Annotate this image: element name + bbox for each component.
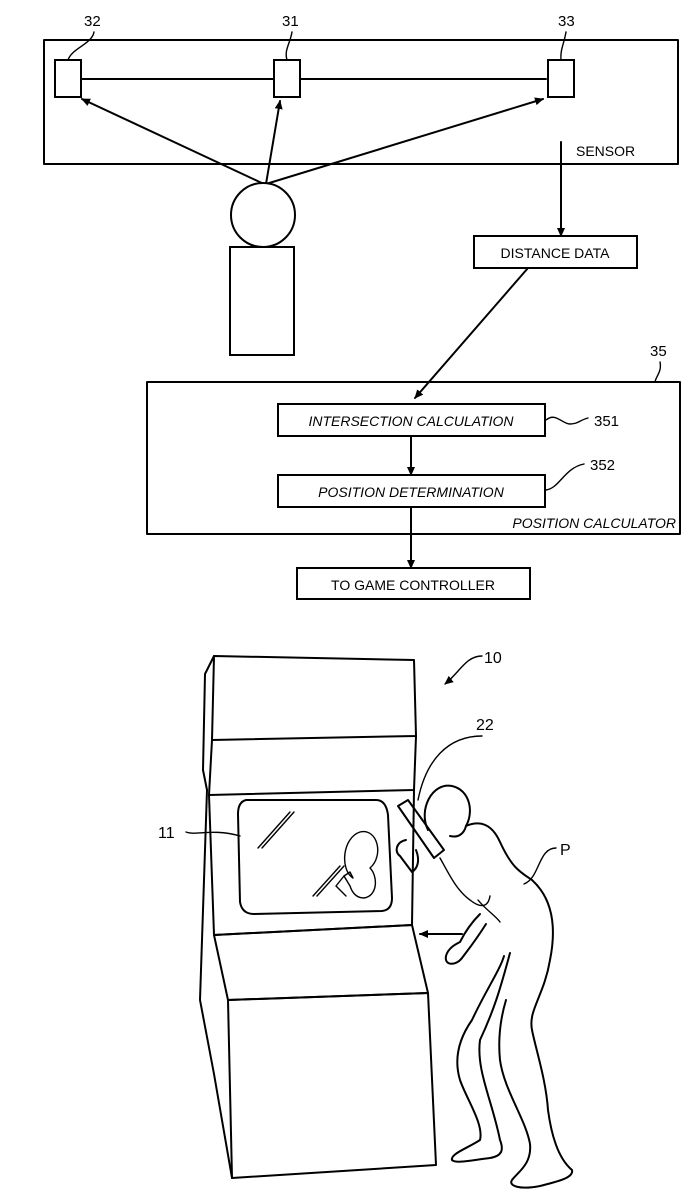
- distance-data-label: DISTANCE DATA: [501, 245, 611, 261]
- distance-data-box: DISTANCE DATA: [473, 235, 638, 269]
- ref-p: P: [560, 842, 571, 859]
- ref-22: 22: [476, 717, 494, 734]
- sensor-frame: [43, 31, 679, 165]
- leader-11: [185, 831, 241, 837]
- leader-10: [444, 655, 483, 685]
- cabinet-side-edge: [199, 655, 215, 1075]
- ref-352: 352: [590, 457, 615, 474]
- game-screen: [237, 799, 393, 915]
- player-legs: [450, 952, 511, 1163]
- intersection-calculation-box: INTERSECTION CALCULATION: [277, 403, 546, 437]
- sensor-31: [273, 59, 301, 98]
- position-calculator-label: POSITION CALCULATOR: [512, 515, 676, 531]
- onscreen-character: [343, 831, 379, 899]
- sensor-32: [54, 59, 82, 98]
- ref-10: 10: [484, 650, 502, 667]
- cabinet-base: [227, 992, 437, 1179]
- player-head: [423, 784, 471, 838]
- screen-glare: [257, 811, 291, 849]
- leader-31: [285, 31, 293, 61]
- cabinet-control-panel: [213, 924, 429, 1001]
- arrow-from-sensor-31: [265, 100, 283, 185]
- arrow-distance-to-intersection: [414, 267, 529, 399]
- leader-35: [654, 361, 662, 383]
- position-determination-label: POSITION DETERMINATION: [318, 484, 505, 500]
- target-body: [229, 246, 295, 356]
- arrow-to-sensor-33: [265, 97, 544, 185]
- ref-31: 31: [282, 13, 299, 30]
- position-calculator-frame: [146, 361, 681, 535]
- position-determination-box: POSITION DETERMINATION: [277, 474, 546, 508]
- game-controller-box: TO GAME CONTROLLER: [296, 567, 531, 600]
- intersection-calculation-label: INTERSECTION CALCULATION: [308, 413, 514, 429]
- player-figure: [395, 784, 574, 1189]
- leader-p: [523, 847, 557, 885]
- ref-32: 32: [84, 13, 101, 30]
- ref-33: 33: [558, 13, 575, 30]
- leader-32: [67, 31, 95, 61]
- player-body: [465, 822, 574, 1189]
- sensor-33: [547, 59, 575, 98]
- game-controller-label: TO GAME CONTROLLER: [331, 577, 495, 593]
- signal-arrows: [81, 97, 544, 185]
- sensor-label: SENSOR: [576, 143, 635, 159]
- light-gun: [397, 799, 445, 859]
- ref-351: 351: [594, 413, 619, 430]
- target-head: [230, 182, 296, 248]
- leader-351: [545, 416, 589, 425]
- arrow-to-sensor-32: [81, 98, 265, 185]
- leader-22: [417, 735, 483, 801]
- cabinet-marquee: [211, 655, 417, 741]
- cabinet-bezel: [208, 735, 417, 796]
- player-hand: [395, 839, 420, 873]
- ref-35: 35: [650, 343, 667, 360]
- player-arm: [444, 913, 487, 965]
- leader-33: [560, 31, 567, 61]
- ref-11: 11: [158, 825, 175, 842]
- leader-352: [545, 463, 585, 491]
- arcade-cabinet: [199, 655, 437, 1179]
